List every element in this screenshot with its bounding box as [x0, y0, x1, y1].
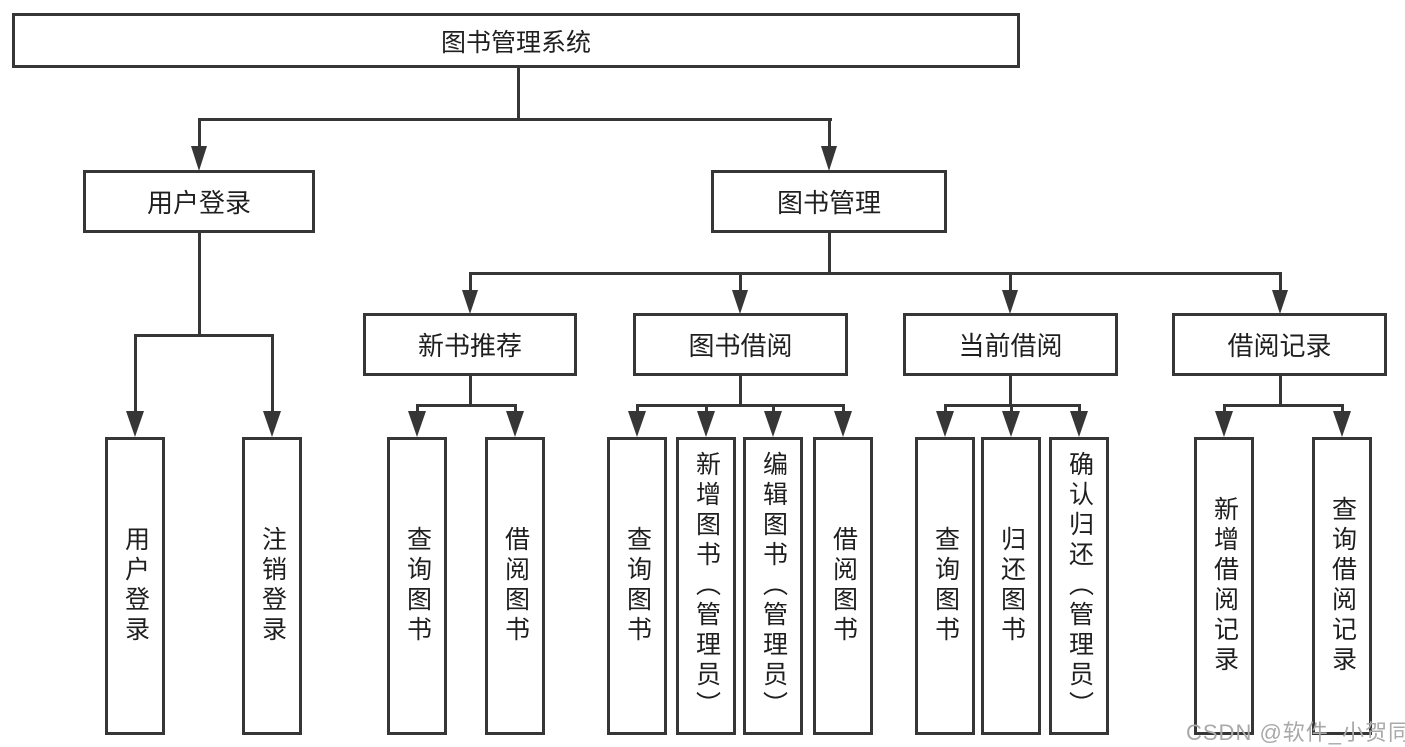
leaf-label: 查询图书 [931, 526, 960, 646]
leaf-borrow-books-recommend: 借阅图书 [485, 437, 545, 735]
node-user-login-label: 用户登录 [146, 188, 251, 218]
connector-stem [739, 376, 742, 407]
connector-stem [1078, 404, 1081, 414]
connector-stem [828, 118, 831, 149]
connector-stem [198, 118, 201, 149]
arrow-down-icon [1215, 411, 1233, 437]
arrow-down-icon [408, 411, 426, 437]
leaf-query-books-recommend: 查询图书 [387, 437, 447, 735]
connector-stem [944, 404, 947, 414]
leaf-add-books-admin: 新增图书（管理员） [676, 437, 736, 735]
node-current-borrow-label: 当前借阅 [958, 331, 1063, 361]
connector-stem [705, 404, 708, 414]
node-book-management: 图书管理 [711, 170, 947, 233]
connector-stem [1009, 272, 1012, 293]
connector-stem [828, 233, 831, 274]
arrow-down-icon [126, 411, 144, 437]
arrow-down-icon [834, 411, 852, 437]
arrow-down-icon [462, 290, 478, 314]
connector-stem [1223, 404, 1226, 414]
node-new-book-recommend: 新书推荐 [363, 313, 577, 376]
leaf-label: 确认归还（管理员） [1065, 451, 1094, 721]
node-book-management-label: 图书管理 [776, 188, 881, 218]
leaf-borrow-books: 借阅图书 [813, 437, 873, 735]
leaf-return-books: 归还图书 [981, 437, 1041, 735]
leaf-label: 查询图书 [403, 526, 432, 646]
leaf-query-books-current: 查询图书 [915, 437, 975, 735]
connector-line [469, 272, 1282, 275]
leaf-label: 用户登录 [121, 526, 150, 646]
node-user-login: 用户登录 [83, 170, 315, 233]
arrow-down-icon [1272, 290, 1288, 314]
connector-stem [134, 334, 137, 414]
arrow-down-icon [697, 411, 715, 437]
leaf-label: 新增借阅记录 [1210, 496, 1239, 676]
connector-stem [1010, 404, 1013, 414]
node-borrow-records-label: 借阅记录 [1227, 331, 1332, 361]
arrow-down-icon [191, 146, 207, 171]
leaf-label: 借阅图书 [829, 526, 858, 646]
node-borrow-records: 借阅记录 [1172, 313, 1387, 376]
node-book-borrow: 图书借阅 [633, 313, 848, 376]
leaf-confirm-return-admin: 确认归还（管理员） [1049, 437, 1109, 735]
connector-line [1223, 404, 1343, 407]
connector-stem [514, 404, 517, 414]
arrow-down-icon [263, 411, 281, 437]
arrow-down-icon [764, 411, 782, 437]
arrow-down-icon [821, 146, 837, 171]
leaf-label: 借阅图书 [501, 526, 530, 646]
node-new-book-recommend-label: 新书推荐 [417, 331, 522, 361]
connector-stem [1341, 404, 1344, 414]
leaf-label: 查询借阅记录 [1328, 496, 1357, 676]
connector-stem [416, 404, 419, 414]
leaf-label: 归还图书 [997, 526, 1026, 646]
arrow-down-icon [1333, 411, 1351, 437]
arrow-down-icon [628, 411, 646, 437]
leaf-label: 新增图书（管理员） [692, 451, 721, 721]
connector-stem [842, 404, 845, 414]
leaf-add-borrow-record: 新增借阅记录 [1194, 437, 1254, 735]
leaf-user-login: 用户登录 [105, 437, 165, 735]
connector-stem [1279, 376, 1282, 407]
connector-line [416, 404, 517, 407]
arrow-down-icon [732, 290, 748, 314]
leaf-edit-books-admin: 编辑图书（管理员） [743, 437, 803, 735]
connector-stem [469, 376, 472, 407]
leaf-logout: 注销登录 [242, 437, 302, 735]
node-root: 图书管理系统 [12, 13, 1020, 68]
arrow-down-icon [1002, 411, 1020, 437]
connector-stem [469, 272, 472, 293]
leaf-label: 注销登录 [258, 526, 287, 646]
leaf-label: 查询图书 [623, 526, 652, 646]
connector-line [134, 334, 274, 337]
arrow-down-icon [1070, 411, 1088, 437]
connector-stem [1279, 272, 1282, 293]
arrow-down-icon [506, 411, 524, 437]
arrow-down-icon [936, 411, 954, 437]
connector-stem [772, 404, 775, 414]
leaf-query-books-borrow: 查询图书 [607, 437, 667, 735]
node-root-label: 图书管理系统 [440, 28, 591, 57]
node-book-borrow-label: 图书借阅 [688, 331, 793, 361]
connector-stem [739, 272, 742, 293]
node-current-borrow: 当前借阅 [903, 313, 1118, 376]
connector-line [636, 404, 845, 407]
watermark: CSDN @软件_小贺同学 [1186, 720, 1405, 745]
leaf-label: 编辑图书（管理员） [759, 451, 788, 721]
connector-stem [198, 233, 201, 337]
arrow-down-icon [1002, 290, 1018, 314]
connector-stem [517, 68, 520, 121]
connector-line [198, 118, 832, 121]
leaf-query-borrow-record: 查询借阅记录 [1312, 437, 1372, 735]
connector-stem [1009, 376, 1012, 407]
connector-stem [636, 404, 639, 414]
connector-stem [271, 334, 274, 414]
